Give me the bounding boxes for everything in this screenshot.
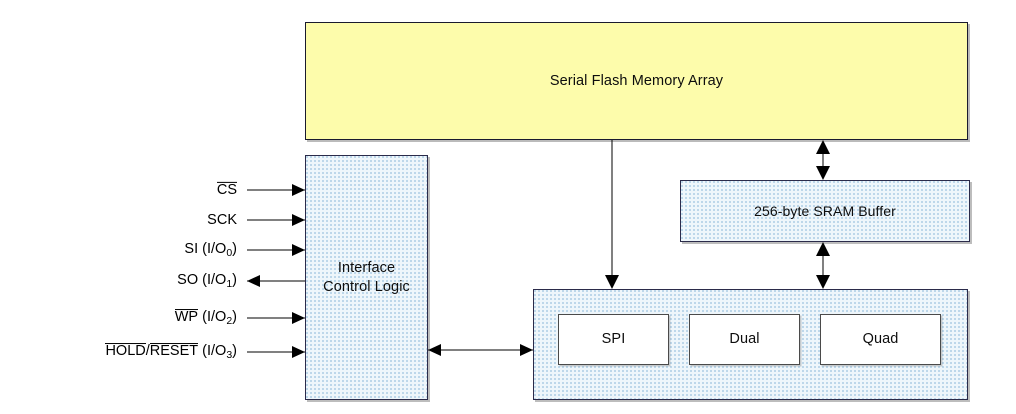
block-label-memory-array: Serial Flash Memory Array [549, 72, 724, 89]
signal-io-open: ( [198, 343, 207, 360]
connector-line-memory-to-protocol [611, 140, 613, 275]
signal-io-si: I/O [206, 241, 227, 258]
signal-line-cs [247, 189, 305, 191]
connector-arrowhead-memory-to-protocol [605, 275, 619, 289]
signal-name-reset: RESET [149, 343, 199, 360]
signal-name-so: SO [177, 272, 199, 289]
connector-line-memory-to-sram [822, 148, 824, 172]
signal-text-sck: SCK [207, 212, 237, 228]
block-dual: Dual [689, 314, 800, 365]
signal-text-hold-reset: HOLD/RESET (I/O3) [105, 343, 237, 361]
signal-arrowhead-cs [292, 184, 305, 196]
signal-separator: / [145, 343, 150, 360]
signal-arrowhead-si [292, 244, 305, 256]
block-label-spi: SPI [601, 331, 626, 348]
block-quad: Quad [820, 314, 941, 365]
connector-arrowhead-up-sram-to-protocol [816, 242, 830, 256]
signal-line-sck [247, 219, 305, 221]
signal-name-sck: SCK [207, 212, 237, 228]
connector-arrowhead-down-memory-to-sram [816, 166, 830, 180]
signal-line-si [247, 249, 305, 251]
signal-io-open: ( [198, 309, 207, 326]
signal-arrowhead-sck [292, 214, 305, 226]
signal-text-so: SO (I/O1) [177, 272, 237, 290]
signal-line-hold-reset [247, 351, 305, 353]
signal-arrowhead-wp [292, 312, 305, 324]
connector-line-sram-to-protocol [822, 250, 824, 281]
signal-io-close: ) [232, 343, 237, 360]
block-label-sram-buffer: 256-byte SRAM Buffer [754, 202, 896, 219]
block-protocol-group: SPI Dual Quad [533, 289, 968, 400]
block-label-quad: Quad [862, 331, 899, 348]
signal-name-si: SI [184, 241, 199, 258]
signal-io-wp: I/O [206, 309, 227, 326]
signal-io-hold-reset: I/O [206, 343, 227, 360]
signal-io-sub-wp: 2 [226, 314, 233, 327]
signal-text-wp: WP (I/O2) [174, 309, 237, 327]
signal-arrowhead-so [247, 275, 260, 287]
signal-io-close: ) [232, 241, 237, 258]
signal-io-close: ) [232, 309, 237, 326]
block-label-dual: Dual [729, 331, 760, 348]
signal-io-open: ( [198, 272, 207, 289]
block-sram-buffer: 256-byte SRAM Buffer [680, 180, 970, 242]
block-interface-control-logic: Interface Control Logic [305, 155, 428, 400]
signal-arrowhead-hold-reset [292, 346, 305, 358]
signal-io-close: ) [232, 272, 237, 289]
connector-arrowhead-down-sram-to-protocol [816, 275, 830, 289]
signal-name-hold: HOLD [105, 343, 146, 360]
signal-line-wp [247, 317, 305, 319]
signal-io-sub-si: 0 [226, 246, 233, 259]
signal-line-so [247, 280, 305, 282]
block-label-interface-control-logic: Interface Control Logic [323, 259, 410, 295]
block-spi: SPI [558, 314, 669, 365]
signal-text-si: SI (I/O0) [184, 241, 237, 259]
signal-name-cs: CS [216, 181, 237, 198]
connector-arrowhead-up-memory-to-sram [816, 140, 830, 154]
signal-name-wp: WP [174, 309, 199, 326]
connector-arrowhead-left-logic-to-protocol [428, 344, 441, 356]
signal-io-sub-hold-reset: 3 [226, 348, 233, 361]
block-serial-flash-memory-array: Serial Flash Memory Array [305, 22, 968, 140]
signal-io-so: I/O [206, 272, 227, 289]
connector-line-logic-to-protocol [428, 349, 533, 351]
signal-text-cs: CS [216, 181, 237, 198]
connector-arrowhead-right-logic-to-protocol [520, 344, 533, 356]
signal-io-sub-so: 1 [226, 277, 233, 290]
signal-io-open: ( [198, 241, 207, 258]
